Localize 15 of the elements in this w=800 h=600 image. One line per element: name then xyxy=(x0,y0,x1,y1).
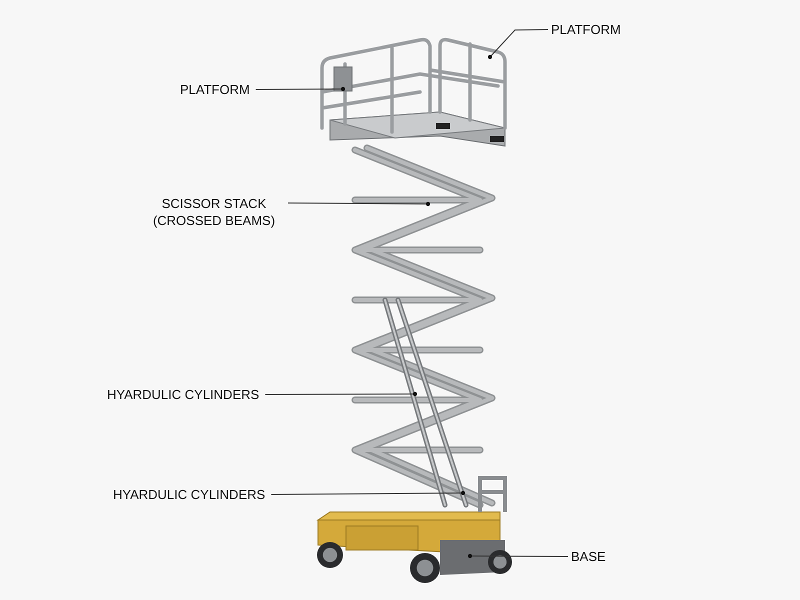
scissor-stack-drawing xyxy=(352,144,496,508)
leader-line xyxy=(288,202,430,206)
platform-drawing xyxy=(320,38,507,147)
leader-line xyxy=(264,392,418,396)
part-label: HYARDULIC CYLINDERS xyxy=(107,386,260,403)
part-label: SCISSOR STACK (CROSSED BEAMS) xyxy=(146,195,282,229)
leader-line xyxy=(488,29,548,60)
part-label: BASE xyxy=(571,548,606,565)
part-label: PLATFORM xyxy=(180,81,250,98)
part-label: HYARDULIC CYLINDERS xyxy=(113,486,266,503)
leader-line xyxy=(468,554,568,558)
leader-line xyxy=(270,490,466,496)
part-label: PLATFORM xyxy=(551,21,621,38)
base-drawing xyxy=(316,476,512,583)
leader-line xyxy=(255,86,346,92)
